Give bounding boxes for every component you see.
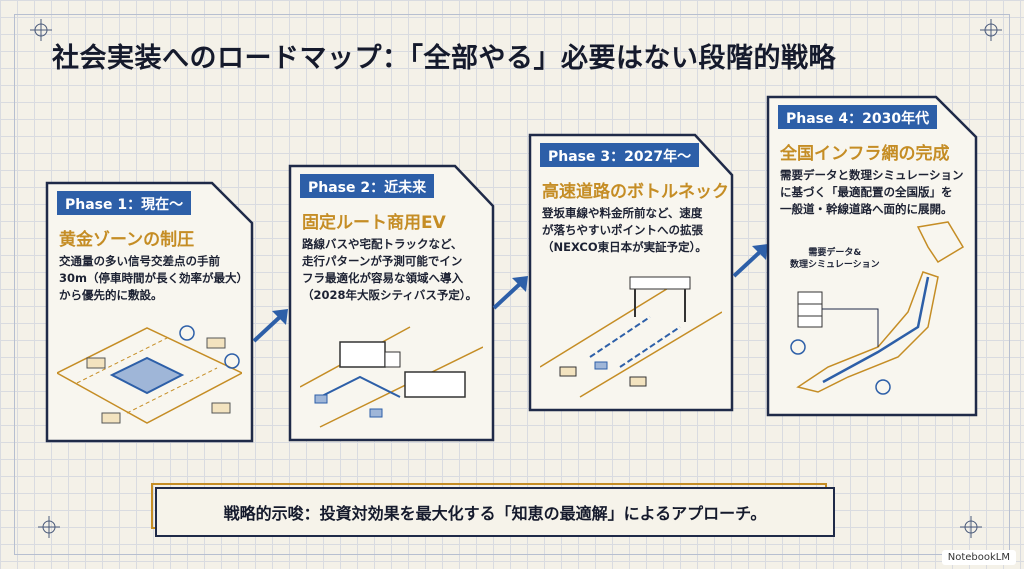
phase-tag: Phase 4：2030年代 [778,105,938,129]
crosshair-icon [38,516,60,538]
strategy-banner: 戦略的示唆：投資対効果を最大化する「知恵の最適解」によるアプローチ。 [151,483,835,537]
crosshair-icon [960,516,982,538]
arrow-icon [732,244,768,278]
highway-tollgate-illustration [540,276,722,398]
intersection-illustration [57,325,242,424]
arrow-icon [492,276,528,310]
phase-tag: Phase 2：近未来 [300,174,435,198]
phase-card-4: Phase 4：2030年代 全国インフラ網の完成 需要データと数理シミュレーシ… [766,95,978,417]
map-label: 需要データ&数理シミュレーション [790,248,880,270]
phase-title: 全国インフラ網の完成 [780,144,950,164]
phase-title: 固定ルート商用EV [302,213,446,233]
phase-description: 路線バスや宅配トラックなど、走行パターンが予測可能でインフラ最適化が容易な領域へ… [302,237,478,302]
page-title: 社会実装へのロードマップ：「全部やる」必要はない段階的戦略 [52,43,836,74]
ev-route-illustration [300,326,483,428]
phase-card-3: Phase 3：2027年〜 高速道路のボトルネック 登坂車線や料金所前など、速… [528,133,734,412]
phase-tag: Phase 1：現在〜 [57,191,192,215]
phase-tag: Phase 3：2027年〜 [540,143,700,167]
japan-map-illustration [790,221,965,395]
arrow-icon [252,309,288,343]
phase-card-2: Phase 2：近未来 固定ルート商用EV 路線バスや宅配トラックなど、走行パタ… [288,164,495,442]
phase-description: 需要データと数理シミュレーションに基づく「最適配置の全国版」を一般道・幹線道路へ… [780,168,964,216]
phase-title: 高速道路のボトルネック [542,182,729,202]
crosshair-icon [980,19,1002,41]
frame-border [14,14,1010,555]
phase-description: 登坂車線や料金所前など、速度が落ちやすいポイントへの拡張（NEXCO東日本が実証… [542,206,707,254]
notebooklm-badge: NotebookLM [941,550,1016,565]
crosshair-icon [30,19,52,41]
phase-title: 黄金ゾーンの制圧 [59,230,195,250]
